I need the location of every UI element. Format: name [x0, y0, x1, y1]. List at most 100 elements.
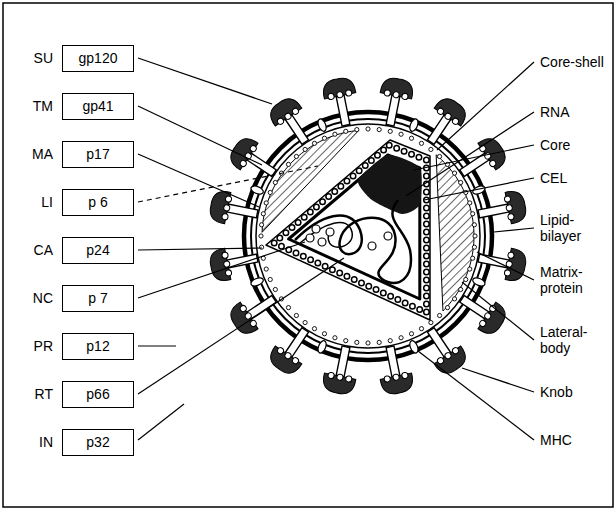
mhc-molecule [316, 340, 327, 355]
knob-lobe [345, 375, 352, 382]
knob-cap [208, 189, 231, 224]
protein-box: NCp 7 [62, 285, 134, 312]
leader-lines [138, 58, 534, 440]
matrix-protein [471, 256, 475, 260]
matrix-protein [459, 180, 463, 184]
envelope-spikes [208, 76, 528, 396]
core-shell-dots [274, 145, 427, 312]
leader-line [138, 248, 262, 250]
knob-lobe [249, 144, 257, 152]
protein-box: CAp24 [62, 237, 134, 264]
protein-name: gp120 [79, 50, 118, 66]
knob-lobe [436, 357, 444, 365]
leader-line [424, 178, 534, 200]
mhc-molecule [408, 118, 419, 133]
leader-line [138, 154, 259, 207]
leader-line [138, 106, 262, 165]
leader-line [494, 228, 534, 232]
mhc-molecules [250, 118, 486, 354]
matrix-protein [409, 136, 413, 140]
knob-lobe [401, 372, 408, 379]
knob-lobe [444, 112, 452, 120]
envelope-spike [208, 189, 260, 230]
matrix-protein [333, 336, 337, 340]
protein-box: PRp12 [62, 333, 134, 360]
matrix-protein [294, 313, 298, 317]
matrix-protein [452, 297, 456, 301]
matrix-protein [322, 136, 326, 140]
knob-lobe [506, 204, 513, 211]
nucleocapsid-protein [312, 225, 320, 233]
matrix-protein [377, 340, 381, 344]
matrix-protein [399, 132, 403, 136]
knob-lobe [225, 196, 232, 203]
matrix-protein [261, 212, 265, 216]
envelope-spike [417, 94, 470, 151]
matrix-protein [468, 267, 472, 271]
knob-cap [266, 346, 302, 378]
matrix-protein [388, 339, 392, 343]
knob-lobe [436, 107, 444, 115]
knob-lobe [328, 372, 335, 379]
knob-lobe [504, 196, 511, 203]
matrix-protein [429, 320, 433, 324]
knob-lobe [336, 374, 343, 381]
frame [3, 3, 613, 507]
matrix-protein [273, 287, 277, 291]
matrix-protein [399, 336, 403, 340]
nucleocapsid-protein [318, 238, 326, 246]
part-label: Core-shell [540, 54, 606, 70]
matrix-protein [473, 234, 477, 238]
rna-strand [300, 222, 352, 247]
spike-stem [386, 346, 400, 377]
nucleocapsid-protein [368, 242, 376, 250]
matrix-protein [322, 332, 326, 336]
knob-lobe [393, 91, 400, 98]
mhc-molecule [316, 118, 327, 133]
protein-name: p 6 [88, 194, 107, 210]
matrix-protein [286, 162, 290, 166]
matrix-protein [388, 129, 392, 133]
matrix-protein [437, 154, 441, 158]
knob-cap [380, 373, 415, 396]
leader-line [418, 351, 534, 440]
matrix-protein [452, 171, 456, 175]
matrix-protein [333, 132, 337, 136]
knob-cap [505, 248, 528, 283]
matrix-protein [268, 277, 272, 281]
matrix-protein [437, 313, 441, 317]
knob-lobe [249, 319, 257, 327]
matrix-protein [472, 223, 476, 227]
protein-box: RTp66 [62, 381, 134, 408]
protein-box: INp32 [62, 429, 134, 456]
knob-lobe [225, 269, 232, 276]
matrix-protein [355, 340, 359, 344]
envelope-spike [453, 285, 510, 338]
knob-lobe [507, 252, 514, 259]
spike-stem [336, 346, 350, 377]
knob-lobe [484, 312, 492, 320]
matrix-protein [273, 180, 277, 184]
matrix-ring [256, 124, 480, 348]
matrix-protein [429, 147, 433, 151]
nucleocapsid-protein [306, 234, 314, 242]
matrix-protein-layer [259, 127, 477, 345]
protein-box: MAp17 [62, 141, 134, 168]
leader-line [437, 62, 534, 150]
protein-abbreviation: RT [35, 386, 53, 402]
protein-box: LIp 6 [62, 189, 134, 216]
spike-stem [386, 95, 400, 126]
knob-lobe [451, 117, 459, 125]
knob-lobe [223, 204, 230, 211]
matrix-protein [286, 305, 290, 309]
matrix-protein [471, 212, 475, 216]
leader-line [138, 242, 305, 298]
rna-strand [295, 200, 411, 283]
matrix-protein [312, 141, 316, 145]
matrix-protein [459, 287, 463, 291]
envelope-spike [374, 76, 415, 128]
leader-line [406, 112, 534, 196]
part-label: Lateral-body [540, 324, 606, 356]
matrix-protein [419, 141, 423, 145]
